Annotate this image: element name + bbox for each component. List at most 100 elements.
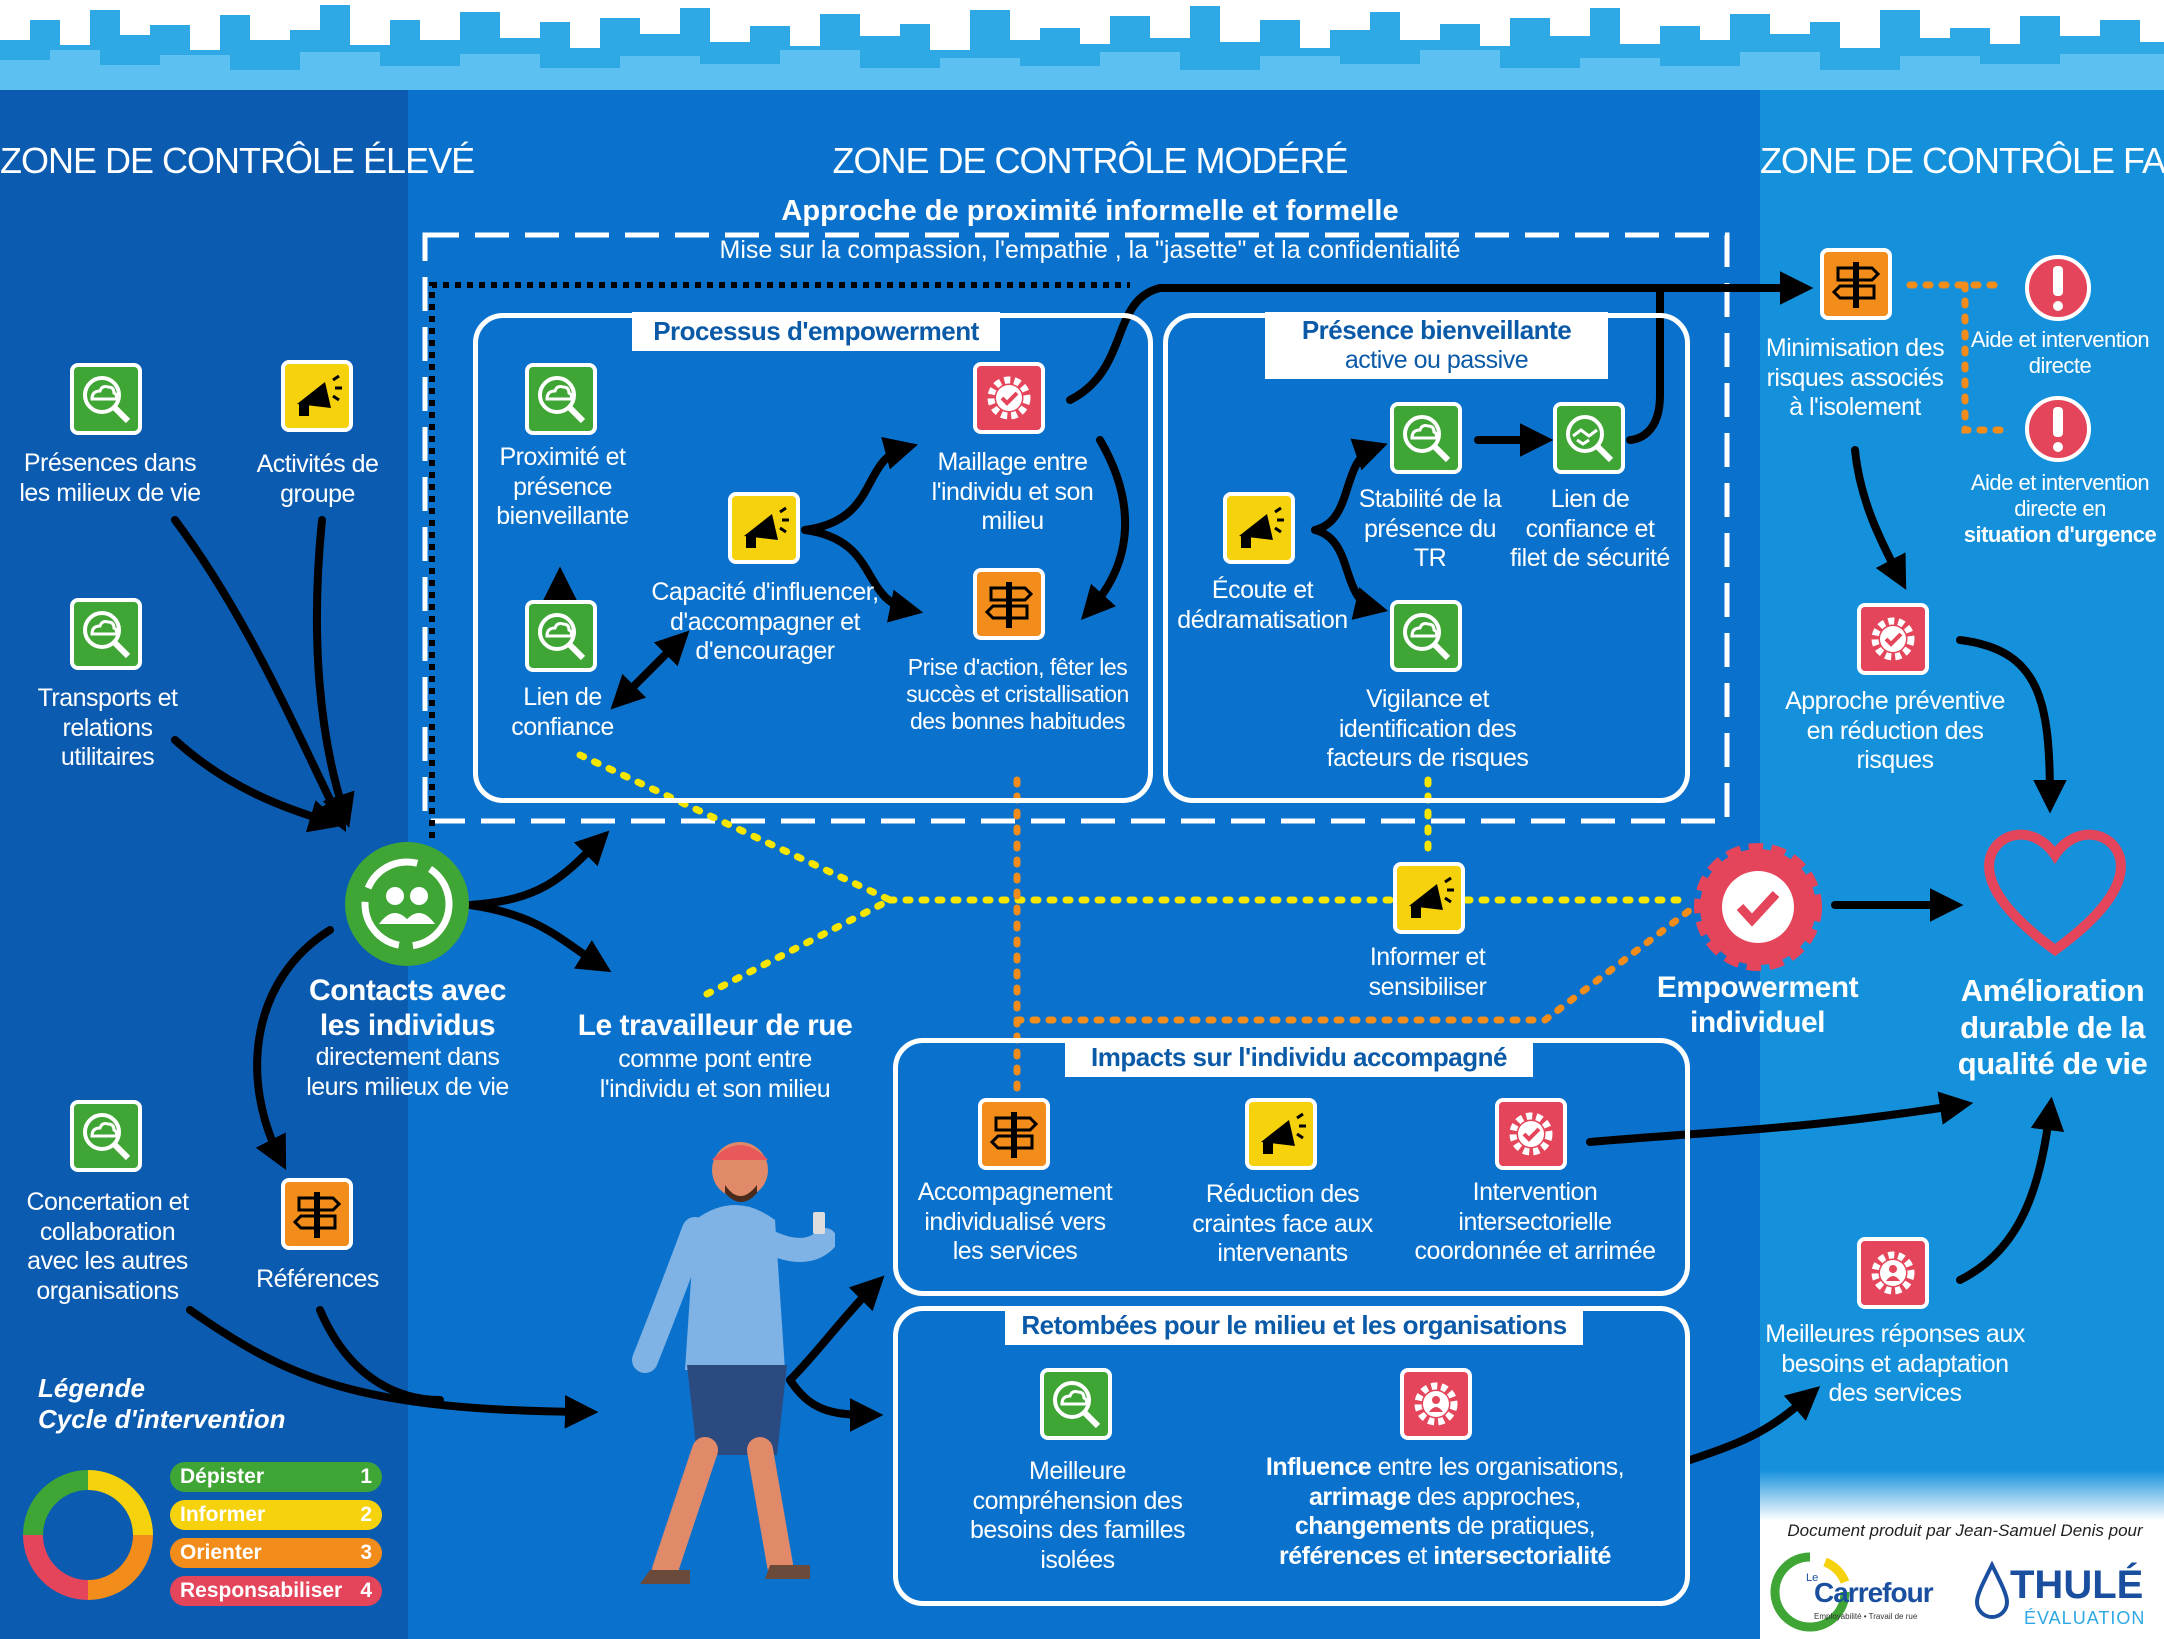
presences-label: Présences dans les milieux de vie (19, 449, 201, 507)
presence-title-tab: Présence bienveillante active ou passive (1265, 312, 1608, 379)
influence-label: Influence entre les organisations, arrim… (1260, 1453, 1630, 1571)
credits-background (1760, 1470, 2164, 1639)
group-label: Activités de groupe (256, 450, 379, 508)
understanding-label: Meilleure compréhension des besoins des … (969, 1457, 1186, 1574)
legend-title-line2: Cycle d'intervention (38, 1403, 286, 1434)
vigilance-icon (1390, 600, 1462, 672)
thule-logo: THULÉ ÉVALUATION (1970, 1552, 2160, 1632)
worker-title: Le travailleur de rue (577, 1009, 853, 1042)
impacts-title: Impacts sur l'individu accompagné (1065, 1038, 1533, 1077)
empowerment-process-title: Processus d'empowerment (632, 312, 1000, 351)
approach-subtitle: Mise sur la compassion, l'empathie , la … (719, 236, 1461, 264)
presences-icon (70, 363, 142, 435)
influence-text-2: des approches, (1410, 1482, 1582, 1511)
influence-gear-icon (1400, 1368, 1472, 1440)
legend-item-num: 4 (360, 1579, 372, 1602)
credits-produced: Document produit par Jean-Samuel Denis p… (1787, 1521, 2143, 1540)
inter-gear-icon (1495, 1098, 1567, 1170)
capacity-label: Capacité d'influencer, d'accompagner et … (651, 578, 879, 665)
zone-moderate-title: ZONE DE CONTRÔLE MODÉRÉ (832, 140, 1348, 181)
action-signpost-icon (973, 568, 1045, 640)
references-label: Références (256, 1265, 379, 1293)
aid-label: Aide et intervention directe (1970, 327, 2150, 378)
carrefour-tagline: Employabilité • Travail de rue (1814, 1612, 1918, 1621)
urgent-label-text: Aide et intervention directe en (1970, 470, 2150, 521)
influence-text-4: et (1400, 1541, 1434, 1570)
proximity-label: Proximité et présence bienveillante (496, 443, 629, 530)
quality-label: Amélioration durable de la qualité de vi… (1957, 973, 2148, 1082)
zone-low-title: ZONE DE CONTRÔLE FAIBLE (1760, 140, 2164, 181)
stability-label: Stabilité de la présence du TR (1358, 485, 1502, 572)
mesh-gear-icon (973, 362, 1045, 434)
empowerment-gear-icon (1694, 843, 1822, 971)
contacts-subtitle: directement dans leurs milieux de vie (306, 1043, 509, 1101)
urgent-alert-icon (2025, 396, 2091, 462)
legend-item-num: 3 (360, 1541, 372, 1564)
heart-icon (1984, 829, 2126, 957)
trust-label: Lien de confiance (511, 683, 614, 741)
legend-item-orienter: Orienter 3 (170, 1538, 382, 1568)
thule-sub: ÉVALUATION (2024, 1608, 2146, 1628)
legend-item-num: 1 (360, 1465, 372, 1488)
approach-dashed-frame (422, 232, 1730, 824)
thule-name: THULÉ (2010, 1563, 2144, 1607)
legend-item-label: Informer (180, 1503, 266, 1526)
influence-bold-2: arrimage (1308, 1482, 1411, 1511)
city-skyline (0, 0, 2164, 90)
safety-label: Lien de confiance et filet de sécurité (1510, 485, 1670, 572)
orange-dotted-empowerment (1013, 906, 1694, 1024)
presence-subtitle: active ou passive (1344, 345, 1529, 374)
fears-label: Réduction des craintes face aux interven… (1192, 1180, 1373, 1267)
contacts-title: Contacts avec les individus (309, 974, 506, 1043)
legend-item-informer: Informer 2 (170, 1500, 382, 1530)
legend-item-responsabiliser: Responsabiliser 4 (170, 1576, 382, 1606)
carrefour-name: Carrefour (1814, 1577, 1934, 1608)
zone-high-title: ZONE DE CONTRÔLE ÉLEVÉ (0, 140, 475, 181)
thule-drop-icon (1974, 1560, 2010, 1619)
preventive-gear-icon (1857, 603, 1929, 675)
empowerment-label: Empowerment individuel (1656, 971, 1859, 1040)
stability-icon (1390, 402, 1462, 474)
urgent-label-bold: situation d'urgence (1963, 521, 2157, 547)
concertation-icon (70, 1100, 142, 1172)
legend-item-label: Orienter (180, 1541, 262, 1564)
influence-text-3: de pratiques, (1450, 1512, 1596, 1540)
carrefour-swoosh-icon (1770, 1552, 1850, 1632)
proximity-icon (525, 363, 597, 435)
understanding-icon (1040, 1368, 1112, 1440)
fears-megaphone-icon (1245, 1098, 1317, 1170)
spinoffs-title: Retombées pour le milieu et les organisa… (1005, 1306, 1583, 1345)
inter-label: Intervention intersectorielle coordonnée… (1414, 1178, 1656, 1265)
trust-icon (525, 600, 597, 672)
influence-bold-4: références (1279, 1541, 1401, 1570)
presence-title: Présence bienveillante (1301, 315, 1572, 345)
vigilance-label: Vigilance et identification des facteurs… (1326, 685, 1529, 772)
mesh-label: Maillage entre l'individu et son milieu (931, 448, 1094, 535)
legend-item-depister: Dépister 1 (170, 1462, 382, 1492)
minimisation-signpost-icon (1820, 248, 1892, 320)
contacts-people-icon (345, 842, 469, 966)
urgent-label: Aide et intervention directe en situatio… (1960, 470, 2160, 548)
listening-label: Écoute et dédramatisation (1177, 576, 1348, 634)
references-signpost-icon (281, 1178, 353, 1250)
legend-item-num: 2 (360, 1503, 372, 1526)
carrefour-le: Le (1806, 1572, 1819, 1584)
action-label: Prise d'action, fêter les succès et cris… (906, 654, 1129, 735)
influence-text-1: entre les organisations, (1371, 1453, 1625, 1481)
transports-icon (70, 598, 142, 670)
dotted-link (429, 282, 1130, 838)
cycle-icon (23, 1470, 153, 1600)
influence-bold-3: changements (1294, 1512, 1451, 1540)
legend-item-label: Responsabiliser (180, 1579, 343, 1602)
legend-title-line1: Légende (38, 1373, 145, 1403)
listening-megaphone-icon (1223, 492, 1295, 564)
better-responses-label: Meilleures réponses aux besoins et adapt… (1765, 1320, 2025, 1407)
legend-item-label: Dépister (180, 1465, 265, 1488)
worker-subtitle: comme pont entre l'individu et son milie… (599, 1045, 831, 1103)
concertation-label: Concertation et collaboration avec les a… (26, 1188, 189, 1305)
legend-title: Légende Cycle d'intervention (38, 1373, 285, 1434)
safety-handshake-icon (1553, 402, 1625, 474)
minimisation-label: Minimisation des risques associés à l'is… (1765, 334, 1945, 421)
group-megaphone-icon (281, 360, 353, 432)
